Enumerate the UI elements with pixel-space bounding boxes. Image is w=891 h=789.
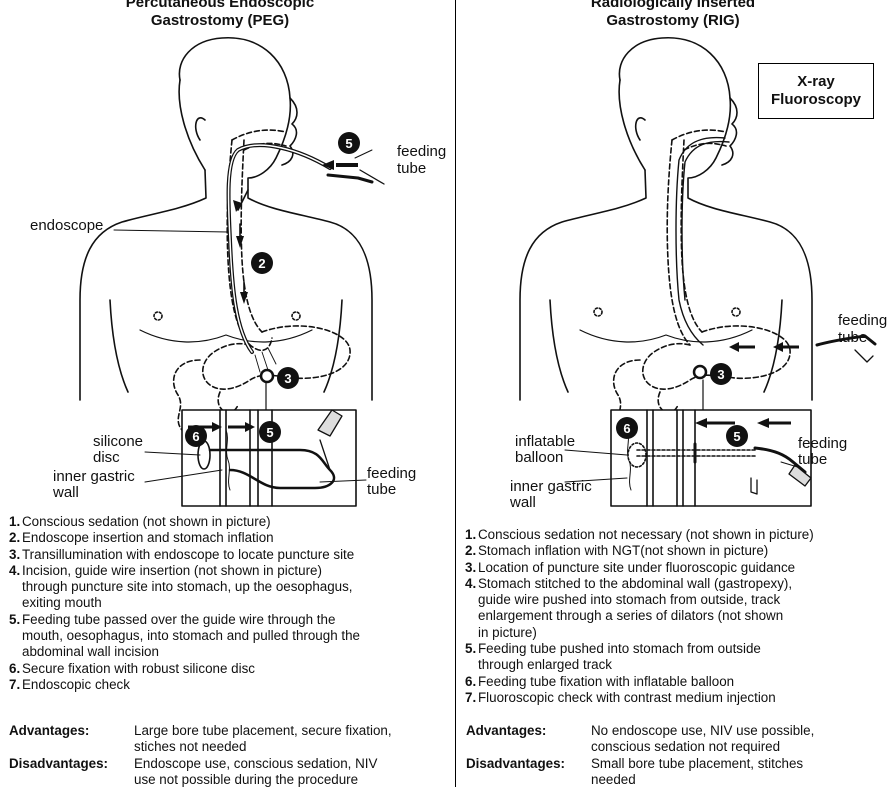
peg-step-number: 4. bbox=[9, 563, 20, 579]
label-rig-feeding-tube-top: feeding tube bbox=[838, 312, 887, 346]
peg-neck-left bbox=[80, 170, 206, 400]
peg-step-3: 3.Transillumination with endoscope to lo… bbox=[9, 547, 449, 563]
rig-step-text: Conscious sedation not necessary (not sh… bbox=[478, 527, 889, 543]
peg-step-6: 6.Secure fixation with robust silicone d… bbox=[9, 661, 449, 677]
rig-step-3: 3.Location of puncture site under fluoro… bbox=[465, 560, 889, 576]
rig-step-text: guide wire pushed into stomach from outs… bbox=[478, 592, 889, 608]
rig-step-6: 6.Feeding tube fixation with inflatable … bbox=[465, 674, 889, 690]
peg-step-text: Endoscopic check bbox=[22, 677, 449, 693]
rig-advantages: Advantages: No endoscope use, NIV use po… bbox=[466, 723, 890, 789]
peg-step-number: 7. bbox=[9, 677, 20, 693]
peg-step-text: Conscious sedation (not shown in picture… bbox=[22, 514, 449, 530]
rig-step-number: 1. bbox=[465, 527, 476, 543]
peg-illustration bbox=[0, 0, 455, 510]
peg-step-text: Incision, guide wire insertion (not show… bbox=[22, 563, 449, 579]
label-inner-gastric-wall-left: inner gastric wall bbox=[53, 469, 135, 501]
peg-step-text: Transillumination with endoscope to loca… bbox=[22, 547, 449, 563]
peg-step-number: 2. bbox=[9, 530, 20, 546]
rig-step-number: 7. bbox=[465, 690, 476, 706]
endoscope-tube bbox=[228, 145, 330, 352]
peg-step-4: 4.Incision, guide wire insertion (not sh… bbox=[9, 563, 449, 612]
peg-nipple-left bbox=[154, 312, 162, 320]
rig-step-text: Location of puncture site under fluorosc… bbox=[478, 560, 889, 576]
peg-step-text: Secure fixation with robust silicone dis… bbox=[22, 661, 449, 677]
peg-advantages: Advantages: Large bore tube placement, s… bbox=[9, 723, 451, 789]
rig-step-text: Feeding tube pushed into stomach from ou… bbox=[478, 641, 889, 657]
rig-step-text: enlargement through a series of dilators… bbox=[478, 608, 889, 624]
label-feeding-tube-top: feeding tube bbox=[397, 143, 446, 177]
peg-step-2: 2.Endoscope insertion and stomach inflat… bbox=[9, 530, 449, 546]
xray-fluoroscopy-box: X-ray Fluoroscopy bbox=[758, 63, 874, 119]
rig-advantages-text: No endoscope use, NIV use possible, cons… bbox=[591, 723, 814, 755]
peg-step-number: 6. bbox=[9, 661, 20, 677]
rig-step-text: Feeding tube fixation with inflatable ba… bbox=[478, 674, 889, 690]
label-rig-feeding-tube-bottom: feeding tube bbox=[798, 436, 847, 468]
rig-step-number: 3. bbox=[465, 560, 476, 576]
rig-step-number: 4. bbox=[465, 576, 476, 592]
rig-step-text: in picture) bbox=[478, 625, 889, 641]
peg-step-text: Endoscope insertion and stomach inflatio… bbox=[22, 530, 449, 546]
label-endoscope: endoscope bbox=[30, 217, 103, 234]
rig-step-text: Stomach inflation with NGT(not shown in … bbox=[478, 543, 889, 559]
peg-step-1: 1.Conscious sedation (not shown in pictu… bbox=[9, 514, 449, 530]
peg-advantages-text: Large bore tube placement, secure fixati… bbox=[134, 723, 392, 755]
rig-disadvantages-text: Small bore tube placement, stitches need… bbox=[591, 756, 803, 788]
peg-step-text: abdominal wall incision bbox=[22, 644, 449, 660]
rig-step-7: 7.Fluoroscopic check with contrast mediu… bbox=[465, 690, 889, 706]
peg-step-7: 7.Endoscopic check bbox=[9, 677, 449, 693]
rig-step-2: 2.Stomach inflation with NGT(not shown i… bbox=[465, 543, 889, 559]
peg-step-5: 5.Feeding tube passed over the guide wir… bbox=[9, 612, 449, 661]
peg-ear bbox=[196, 118, 205, 140]
peg-step-number: 3. bbox=[9, 547, 20, 563]
rig-step-4: 4.Stomach stitched to the abdominal wall… bbox=[465, 576, 889, 641]
peg-disadvantages-label: Disadvantages: bbox=[9, 756, 134, 788]
rig-step-text: Stomach stitched to the abdominal wall (… bbox=[478, 576, 889, 592]
peg-step-text: through puncture site into stomach, up t… bbox=[22, 579, 449, 595]
rig-steps-list: 1.Conscious sedation not necessary (not … bbox=[465, 527, 889, 706]
peg-step-text: mouth, oesophagus, into stomach and pull… bbox=[22, 628, 449, 644]
peg-advantages-label: Advantages: bbox=[9, 723, 134, 755]
peg-step-text: Feeding tube passed over the guide wire … bbox=[22, 612, 449, 628]
peg-head-outline bbox=[179, 38, 372, 400]
label-silicone-disc: silicone disc bbox=[93, 434, 143, 466]
rig-step-number: 5. bbox=[465, 641, 476, 657]
rig-advantages-label: Advantages: bbox=[466, 723, 591, 755]
label-inflatable-balloon: inflatable balloon bbox=[515, 434, 575, 466]
peg-feeding-tube-top bbox=[328, 175, 372, 182]
rig-step-text: through enlarged track bbox=[478, 657, 889, 673]
label-feeding-tube-bottom-left: feeding tube bbox=[367, 466, 416, 498]
rig-step-5: 5.Feeding tube pushed into stomach from … bbox=[465, 641, 889, 674]
peg-nipple-right bbox=[292, 312, 300, 320]
peg-step-text: exiting mouth bbox=[22, 595, 449, 611]
peg-steps-list: 1.Conscious sedation (not shown in pictu… bbox=[9, 514, 449, 693]
rig-disadvantages-label: Disadvantages: bbox=[466, 756, 591, 788]
rig-step-1: 1.Conscious sedation not necessary (not … bbox=[465, 527, 889, 543]
rig-step-number: 2. bbox=[465, 543, 476, 559]
peg-step-number: 5. bbox=[9, 612, 20, 628]
peg-step-number: 1. bbox=[9, 514, 20, 530]
rig-step-number: 6. bbox=[465, 674, 476, 690]
rig-step-text: Fluoroscopic check with contrast medium … bbox=[478, 690, 889, 706]
peg-face bbox=[282, 98, 297, 165]
peg-disadvantages-text: Endoscope use, conscious sedation, NIV u… bbox=[134, 756, 377, 788]
peg-back-head bbox=[179, 80, 205, 170]
label-inner-gastric-wall-right: inner gastric wall bbox=[510, 479, 592, 511]
